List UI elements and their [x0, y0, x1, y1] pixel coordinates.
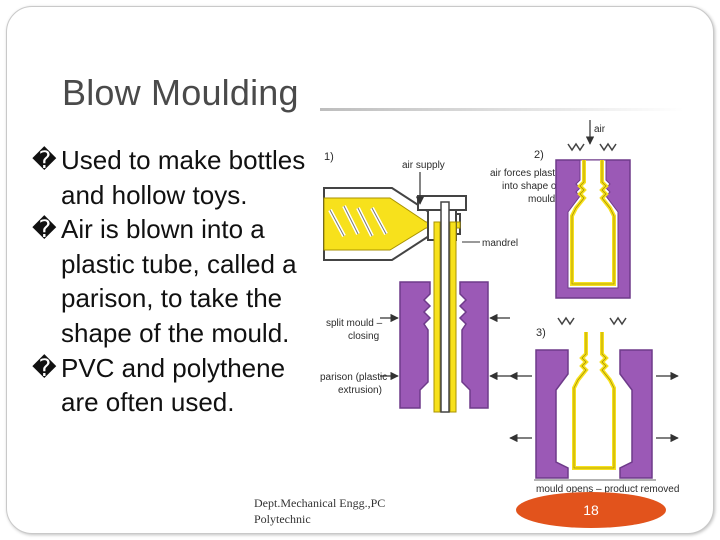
- bullet-icon: �: [32, 215, 57, 244]
- split-mould-label: closing: [348, 331, 379, 342]
- open-mould-stage-3: [535, 316, 653, 479]
- parison-label: extrusion): [338, 385, 382, 396]
- air-forces-label: air forces plastic: [490, 168, 562, 179]
- bullet-item: � Used to make bottles and hollow toys.: [32, 143, 322, 212]
- page-number: 18: [583, 502, 599, 518]
- bullet-text: Air is blown into a plastic tube, called…: [61, 214, 297, 348]
- bullet-icon: �: [32, 146, 57, 174]
- bullet-item: � Air is blown into a plastic tube, call…: [32, 212, 322, 350]
- split-mould-label: split mould –: [326, 318, 383, 329]
- bullet-text: PVC and polythene are often used.: [61, 352, 286, 418]
- parison-label: parison (plastic: [320, 372, 387, 383]
- air-top-label: air: [594, 124, 606, 135]
- step-label-1: 1): [324, 151, 334, 163]
- closed-mould-stage-2: [555, 142, 631, 299]
- split-mould-stage-1: [399, 281, 489, 409]
- bullet-list: � Used to make bottles and hollow toys. …: [32, 143, 322, 420]
- bullet-text: Used to make bottles and hollow toys.: [61, 145, 306, 210]
- slide-title: Blow Moulding: [62, 72, 299, 113]
- die-head: [417, 195, 467, 413]
- bullet-icon: �: [32, 353, 57, 382]
- title-underline: [320, 108, 684, 111]
- air-forces-label: into shape of: [502, 181, 559, 192]
- page-number-badge: 18: [516, 492, 666, 528]
- mould-opens-label: mould opens – product removed: [536, 484, 679, 495]
- blow-moulding-diagram: 1) air supply mandrel: [310, 118, 690, 498]
- footer-department: Dept.Mechanical Engg.,PC Polytechnic: [254, 496, 386, 526]
- bullet-item: � PVC and polythene are often used.: [32, 351, 322, 420]
- step-label-3: 3): [536, 327, 546, 339]
- extruder: [323, 187, 461, 261]
- mandrel-label: mandrel: [482, 238, 518, 249]
- step-label-2: 2): [534, 149, 544, 161]
- air-forces-label: mould: [528, 194, 555, 205]
- air-supply-label: air supply: [402, 160, 445, 171]
